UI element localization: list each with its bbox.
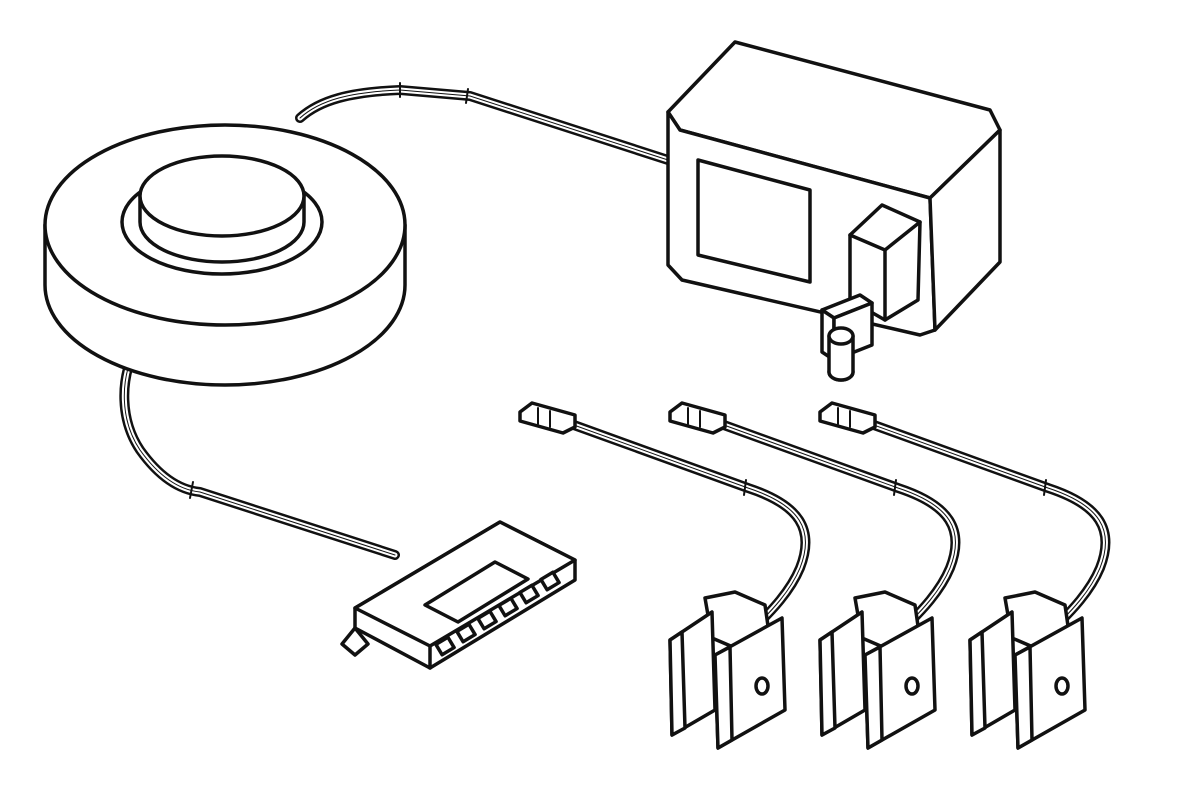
plug-connector — [818, 401, 877, 435]
led-clip-light-icon — [668, 401, 961, 750]
hub-ports — [434, 570, 561, 657]
power-adapter-icon — [666, 40, 1002, 382]
led-clip-light-icon — [518, 401, 811, 750]
clip-cable — [855, 415, 1111, 627]
cable-switch-to-hub — [119, 345, 400, 560]
clip-body — [968, 590, 1087, 750]
distribution-hub-icon — [340, 520, 577, 670]
plug-connector — [668, 401, 727, 435]
clip-cable — [705, 415, 961, 627]
clip-body — [818, 590, 937, 750]
plug-connector — [518, 401, 577, 435]
clip-cable — [555, 415, 811, 627]
cable-switch-to-adapter — [295, 82, 673, 165]
touch-dimmer-switch-icon — [43, 123, 407, 387]
clip-body — [668, 590, 787, 750]
led-clip-light-icon — [818, 401, 1111, 750]
